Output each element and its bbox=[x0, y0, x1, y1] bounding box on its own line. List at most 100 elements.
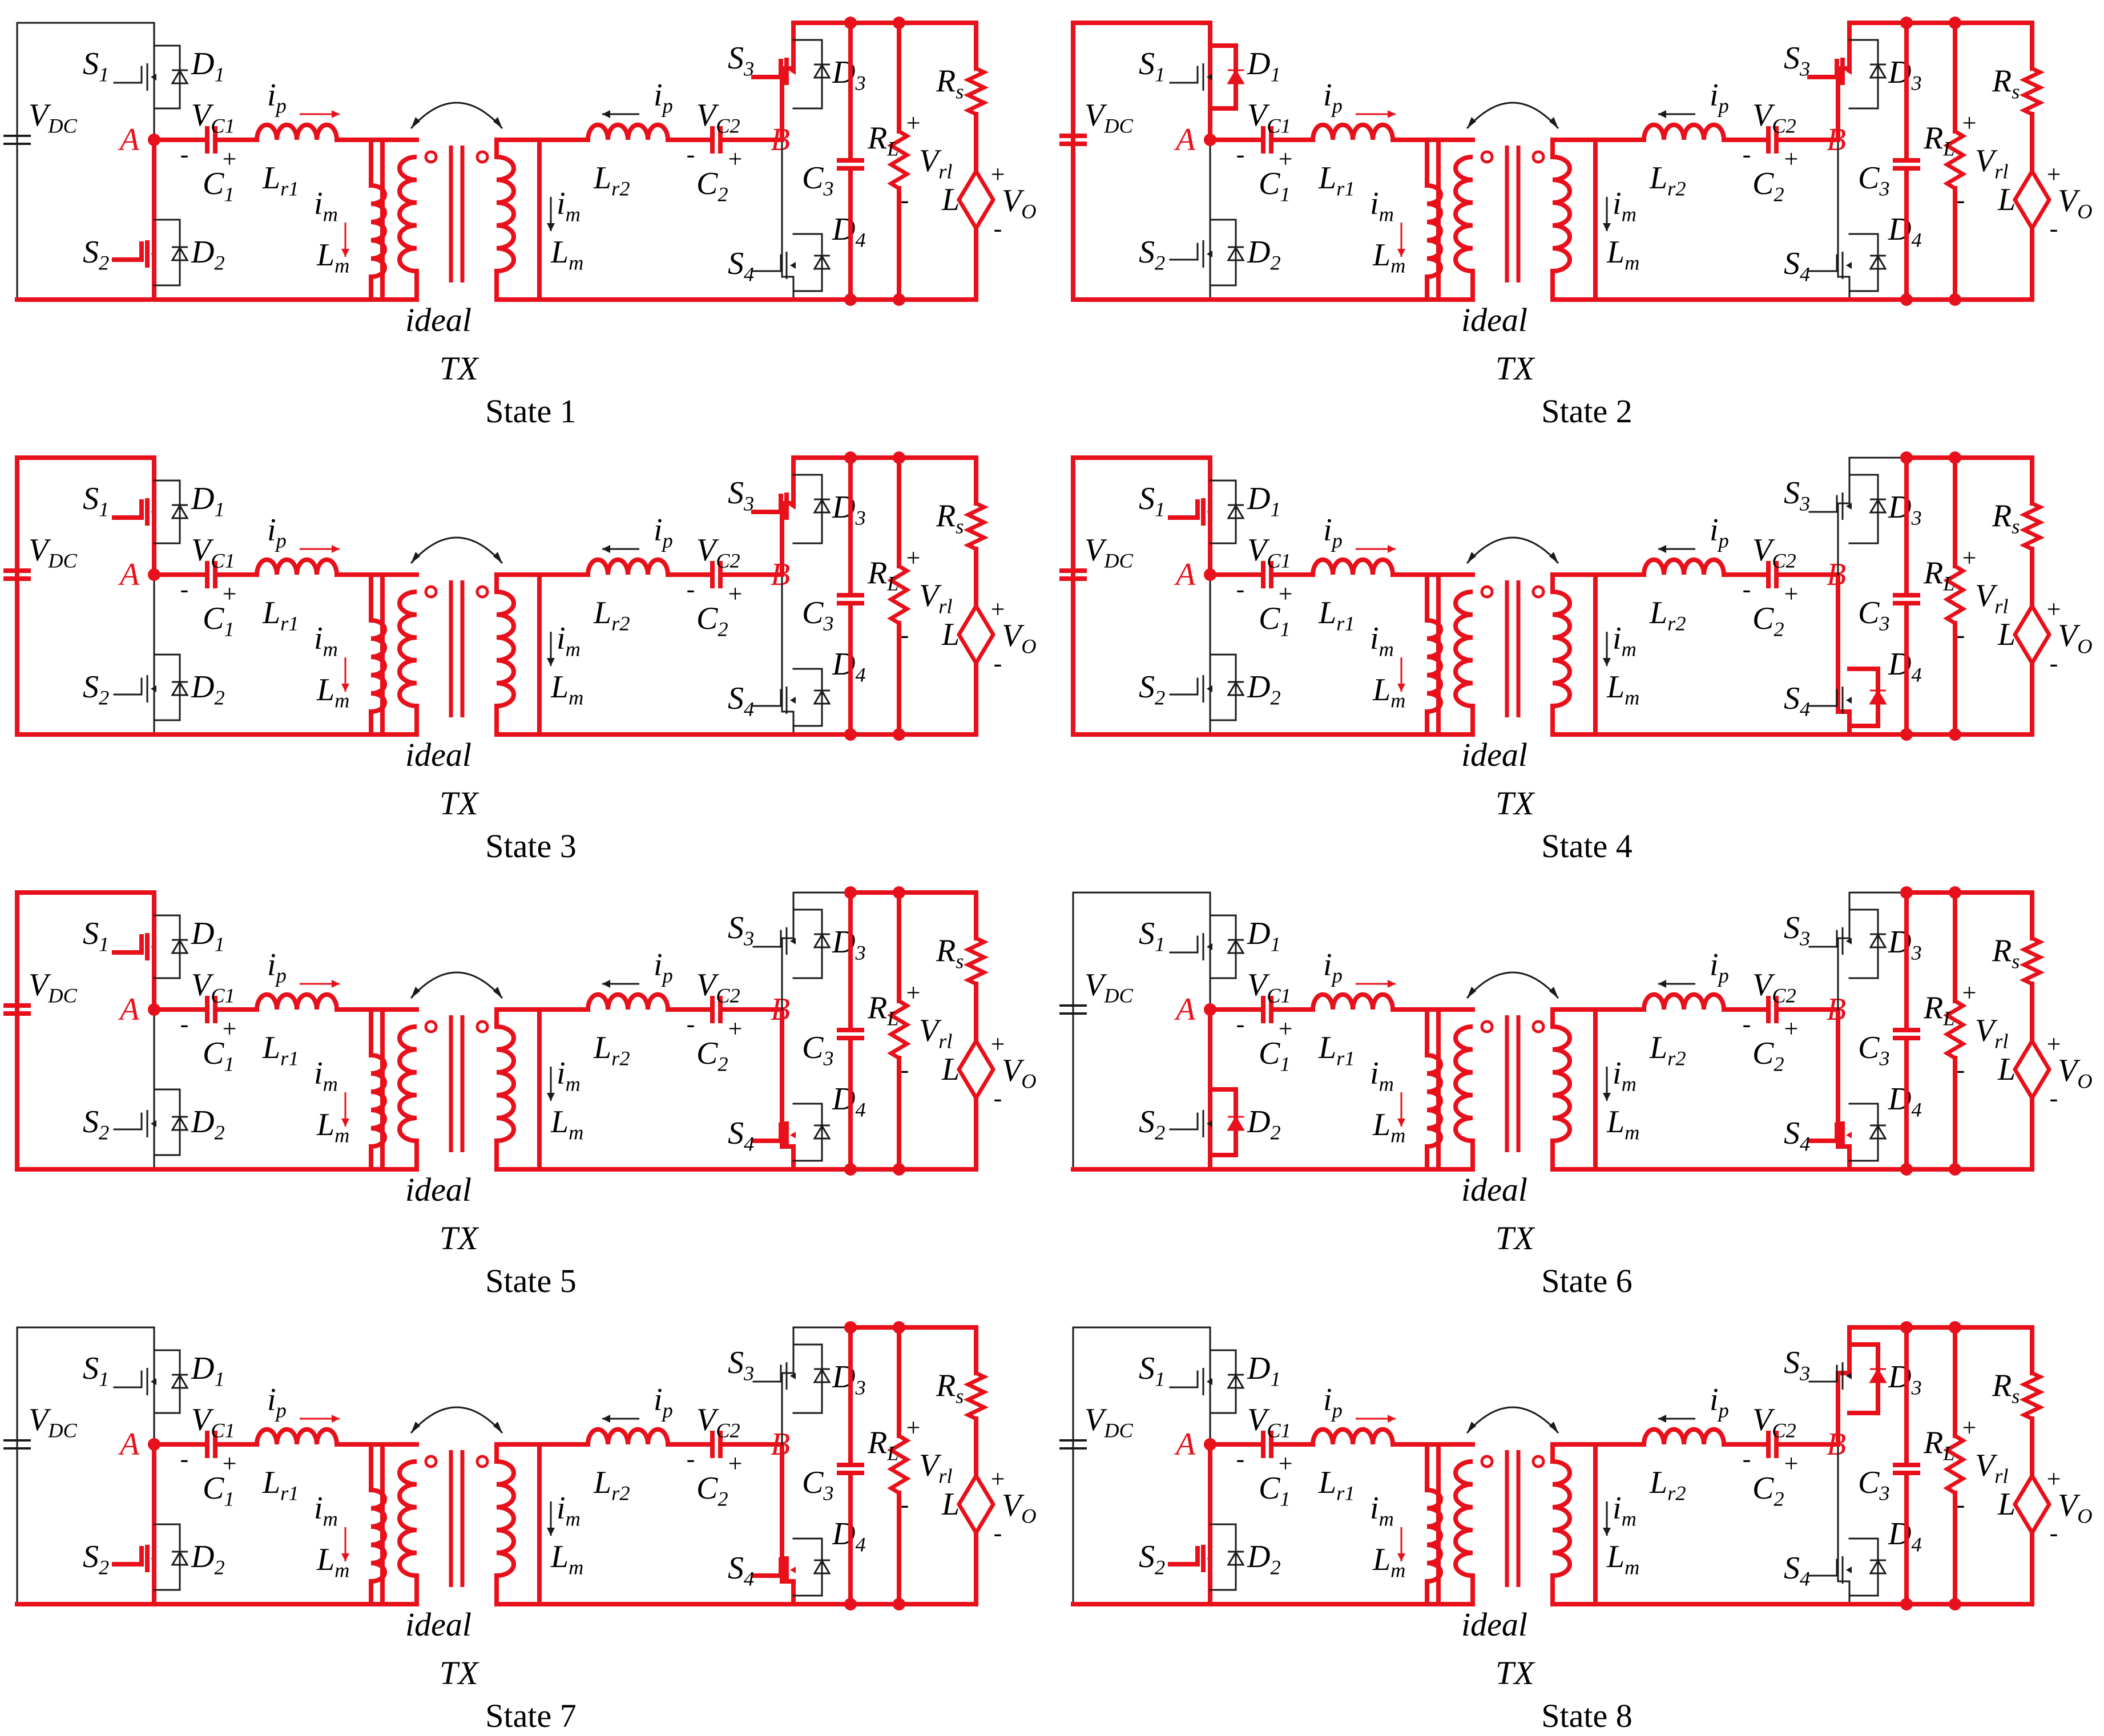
tx-primary-winding bbox=[1453, 1024, 1473, 1143]
output-bottom-wire bbox=[1904, 601, 2034, 737]
lr2-inductor bbox=[586, 992, 670, 1010]
vo-plus: + bbox=[2047, 160, 2061, 188]
tx-secondary-winding bbox=[496, 155, 516, 273]
tx-secondary-winding bbox=[496, 1024, 516, 1143]
s2-label: S2 bbox=[1139, 235, 1165, 274]
im-right-arrow-head bbox=[547, 223, 555, 231]
rs-resistor bbox=[963, 1371, 989, 1421]
tx-prim-out bbox=[1436, 704, 1475, 737]
c1-plus: + bbox=[223, 145, 237, 173]
vo-label: VO bbox=[1002, 1053, 1037, 1092]
tx-sec-out bbox=[1550, 1573, 1598, 1606]
ip-right-label: ip bbox=[1710, 947, 1729, 987]
vrl-label: Vrl bbox=[919, 1013, 953, 1052]
output-bottom-wire bbox=[1904, 1471, 2034, 1606]
im-right-arrow-head bbox=[1603, 223, 1611, 231]
vc2-label: VC2 bbox=[1752, 98, 1796, 137]
c2-plus: + bbox=[1784, 1450, 1799, 1477]
s3-arrow bbox=[790, 1372, 796, 1379]
vrl-plus: + bbox=[1962, 544, 1977, 572]
lm-right-label: Lm bbox=[550, 1104, 583, 1144]
s4-arrow bbox=[790, 1132, 796, 1139]
s2-gate bbox=[112, 1546, 144, 1567]
node-dot-3 bbox=[1900, 728, 1913, 741]
ip-right-label: ip bbox=[654, 78, 673, 117]
tx-label: TX bbox=[1496, 785, 1535, 822]
lr1-inductor bbox=[255, 992, 339, 1010]
vo-minus: - bbox=[2050, 1519, 2058, 1547]
im-left-label: im bbox=[314, 621, 338, 660]
node-dot-3 bbox=[844, 1598, 857, 1610]
node-dot-1 bbox=[1900, 886, 1913, 899]
node-dot-3 bbox=[844, 293, 857, 306]
im-right-arrow-head bbox=[547, 1093, 555, 1101]
c1-plus: + bbox=[1279, 145, 1293, 173]
coupling-arc-head-left bbox=[1467, 552, 1476, 563]
s2-arrow bbox=[1207, 1120, 1212, 1127]
ip-right-label: ip bbox=[1710, 1382, 1729, 1422]
d4-diode bbox=[813, 689, 831, 705]
l-label: L bbox=[941, 1052, 960, 1087]
dependent-voltage-source bbox=[2012, 1037, 2052, 1102]
vc2-label: VC2 bbox=[696, 1402, 740, 1442]
vrl-minus: - bbox=[1957, 621, 1965, 649]
output-bottom-wire bbox=[848, 1471, 978, 1606]
lr1-label: Lr1 bbox=[262, 1030, 299, 1069]
d3-wire bbox=[792, 1343, 823, 1414]
ip-left-arrow-head bbox=[332, 110, 340, 118]
tx-label: TX bbox=[440, 1654, 479, 1691]
tx-sec-out bbox=[494, 704, 542, 737]
lm-left-label: Lm bbox=[316, 672, 349, 712]
l-label: L bbox=[1997, 1487, 2016, 1522]
im-left-arrow-head bbox=[1397, 249, 1405, 257]
l-label: L bbox=[941, 1487, 960, 1522]
s4-wire bbox=[1836, 709, 1852, 737]
coupling-arc bbox=[1466, 102, 1559, 129]
s4-wire bbox=[780, 1144, 796, 1172]
output-bottom-wire bbox=[848, 601, 978, 737]
node-dot-4 bbox=[893, 1163, 905, 1176]
vc2-label: VC2 bbox=[1752, 532, 1796, 572]
d4-wire bbox=[792, 1103, 823, 1162]
im-left-label: im bbox=[314, 186, 338, 225]
d2-diode bbox=[1227, 1551, 1245, 1566]
output-top-wire bbox=[1904, 21, 2034, 71]
rl-label: RL bbox=[1923, 1425, 1954, 1464]
c1-label: C1 bbox=[1259, 166, 1291, 205]
d2-diode bbox=[1227, 246, 1245, 261]
s3-gate bbox=[751, 59, 783, 79]
rs-label: Rs bbox=[936, 63, 964, 103]
lm-right-label: Lm bbox=[550, 1539, 583, 1578]
s2-label: S2 bbox=[1139, 1104, 1165, 1144]
s4-wire bbox=[1836, 1144, 1852, 1172]
im-left-arrow-head bbox=[341, 1553, 349, 1561]
rs-label: Rs bbox=[1992, 1368, 2020, 1407]
s1-arrow bbox=[151, 1378, 156, 1385]
vrl-minus: - bbox=[901, 1491, 909, 1519]
tx-sec-out bbox=[1550, 704, 1598, 737]
d4-wire bbox=[1848, 1103, 1879, 1162]
rs-resistor bbox=[2019, 66, 2045, 116]
l-label: L bbox=[1997, 1052, 2016, 1087]
s3-label: S3 bbox=[728, 41, 754, 80]
s4-label: S4 bbox=[728, 1116, 754, 1155]
d3-wire bbox=[1848, 474, 1879, 544]
lr2-label: Lr2 bbox=[593, 595, 630, 635]
d2-wire bbox=[153, 653, 181, 721]
s4-label: S4 bbox=[728, 681, 754, 720]
lr1-label: Lr1 bbox=[1318, 160, 1355, 200]
rs-label: Rs bbox=[1992, 63, 2020, 103]
vrl-minus: - bbox=[901, 621, 909, 649]
d4-wire bbox=[792, 233, 823, 292]
lm-left-label: Lm bbox=[316, 1542, 349, 1581]
d4-wire bbox=[792, 668, 823, 727]
vc1-label: VC1 bbox=[1247, 532, 1291, 572]
s1-gate bbox=[1168, 499, 1200, 520]
s1-gate bbox=[112, 499, 144, 520]
vc1-label: VC1 bbox=[1247, 967, 1291, 1007]
d3-wire bbox=[792, 909, 823, 979]
d2-wire bbox=[153, 1088, 181, 1156]
c1-label: C1 bbox=[203, 601, 235, 640]
lr2-label: Lr2 bbox=[593, 1030, 630, 1069]
